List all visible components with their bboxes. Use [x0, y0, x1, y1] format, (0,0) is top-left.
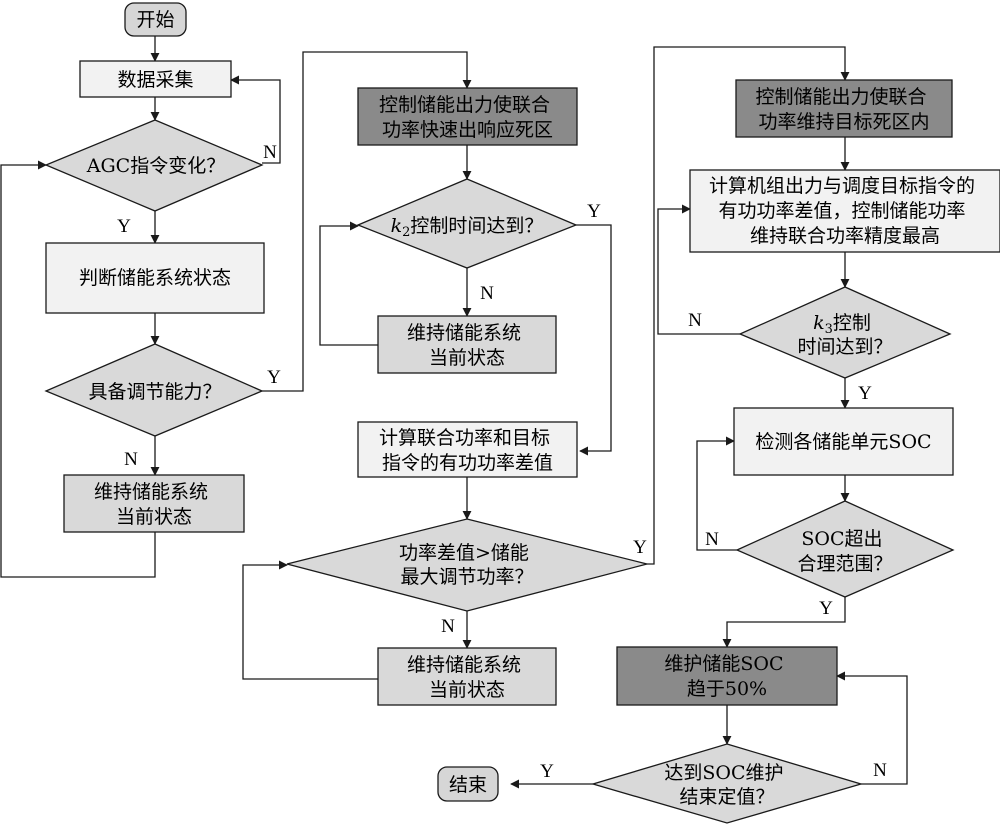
- edge-label-reach-yes: Y: [540, 761, 554, 782]
- diff-compare-label: 功率差值>储能 最大调节功率？: [399, 542, 535, 588]
- edge-label-k2-no: N: [480, 283, 494, 304]
- edge-label-capable-no: N: [124, 449, 138, 470]
- maintain-soc-process: [616, 646, 838, 706]
- keep-state-process-2: [377, 315, 557, 374]
- collect-label: 数据采集: [117, 69, 193, 91]
- keep-state-label-2: 维持储能系统 当前状态: [407, 322, 527, 369]
- soc-out-decision: [735, 500, 955, 598]
- end-label: 结束: [449, 774, 487, 796]
- reach-decision: [590, 743, 864, 824]
- k3-decision: [738, 286, 952, 379]
- edge-capable-yes: [262, 51, 472, 392]
- agc-decision: [44, 119, 264, 212]
- k2-label: k2控制时间达到？: [391, 215, 544, 240]
- diff-compare-decision: [286, 518, 648, 612]
- keep-state-process-1: [63, 474, 245, 533]
- edge-label-agc-no: N: [263, 142, 277, 163]
- agc-label: AGC指令变化？: [86, 155, 225, 177]
- edge-label-k3-yes: Y: [858, 383, 872, 404]
- edge-label-capable-yes: Y: [267, 367, 281, 388]
- start-label: 开始: [136, 9, 174, 31]
- calc-diff-process: [357, 421, 578, 478]
- edge-label-soc-yes: Y: [819, 598, 833, 619]
- calc-unit-process: [689, 169, 1000, 253]
- maintain-soc-label: 维护储能SOC 趋于50%: [664, 653, 789, 700]
- ctrl-hold-process: [735, 79, 953, 138]
- start-terminal: [124, 2, 187, 37]
- edge-k3-no-loop: [657, 204, 740, 335]
- detect-soc-process: [733, 407, 954, 476]
- end-terminal: [437, 766, 499, 802]
- calc-diff-label: 计算联合功率和目标 指令的有功功率差值: [379, 427, 556, 474]
- judge-label: 判断储能系统状态: [79, 267, 231, 289]
- edge-label-k2-yes: Y: [587, 201, 601, 222]
- capable-decision: [44, 343, 264, 437]
- k2-decision: [356, 178, 578, 269]
- capable-label: 具备调节能力？: [88, 381, 221, 403]
- edge-label-agc-yes: Y: [117, 216, 131, 237]
- ctrl-hold-label: 控制储能出力使联合 功率维持目标死区内: [755, 86, 932, 133]
- edge-label-reach-no: N: [873, 760, 887, 781]
- edge-socout-yes: [722, 597, 846, 648]
- ctrl-fast-label: 控制储能出力使联合 功率快速出响应死区: [379, 94, 556, 141]
- edge-label-soc-no: N: [705, 529, 719, 550]
- edge-agc-no-loop: [230, 75, 281, 164]
- reach-label: 达到SOC维护 结束定值？: [664, 762, 789, 808]
- collect-process: [79, 60, 232, 98]
- edge-socout-no-loop: [696, 436, 737, 551]
- keep-state-process-3: [377, 647, 557, 706]
- calc-unit-label: 计算机组出力与调度目标指令的 有功功率差值，控制储能功率 维持联合功率精度最高: [709, 175, 981, 247]
- edge-label-diff-yes: Y: [633, 537, 647, 558]
- judge-process: [45, 242, 265, 314]
- edge-reach-no-loop: [836, 671, 908, 785]
- soc-out-label: SOC超出 合理范围？: [797, 528, 892, 575]
- keep-state-label-1: 维持储能系统 当前状态: [94, 481, 214, 528]
- edge-keep2-loop: [319, 221, 378, 346]
- edge-label-diff-no: N: [441, 616, 455, 637]
- edge-keep1-back-to-agc: [0, 160, 156, 578]
- detect-soc-label: 检测各储能单元SOC: [755, 431, 931, 453]
- edge-k2-yes: [576, 224, 612, 456]
- keep-state-label-3: 维持储能系统 当前状态: [407, 654, 527, 701]
- ctrl-fast-process: [357, 87, 578, 146]
- edge-diffcmp-yes: [647, 46, 850, 565]
- k3-label: k3控制 时间达到？: [797, 312, 892, 358]
- edge-keep3-loop: [242, 560, 378, 680]
- edge-label-k3-no: N: [688, 310, 702, 331]
